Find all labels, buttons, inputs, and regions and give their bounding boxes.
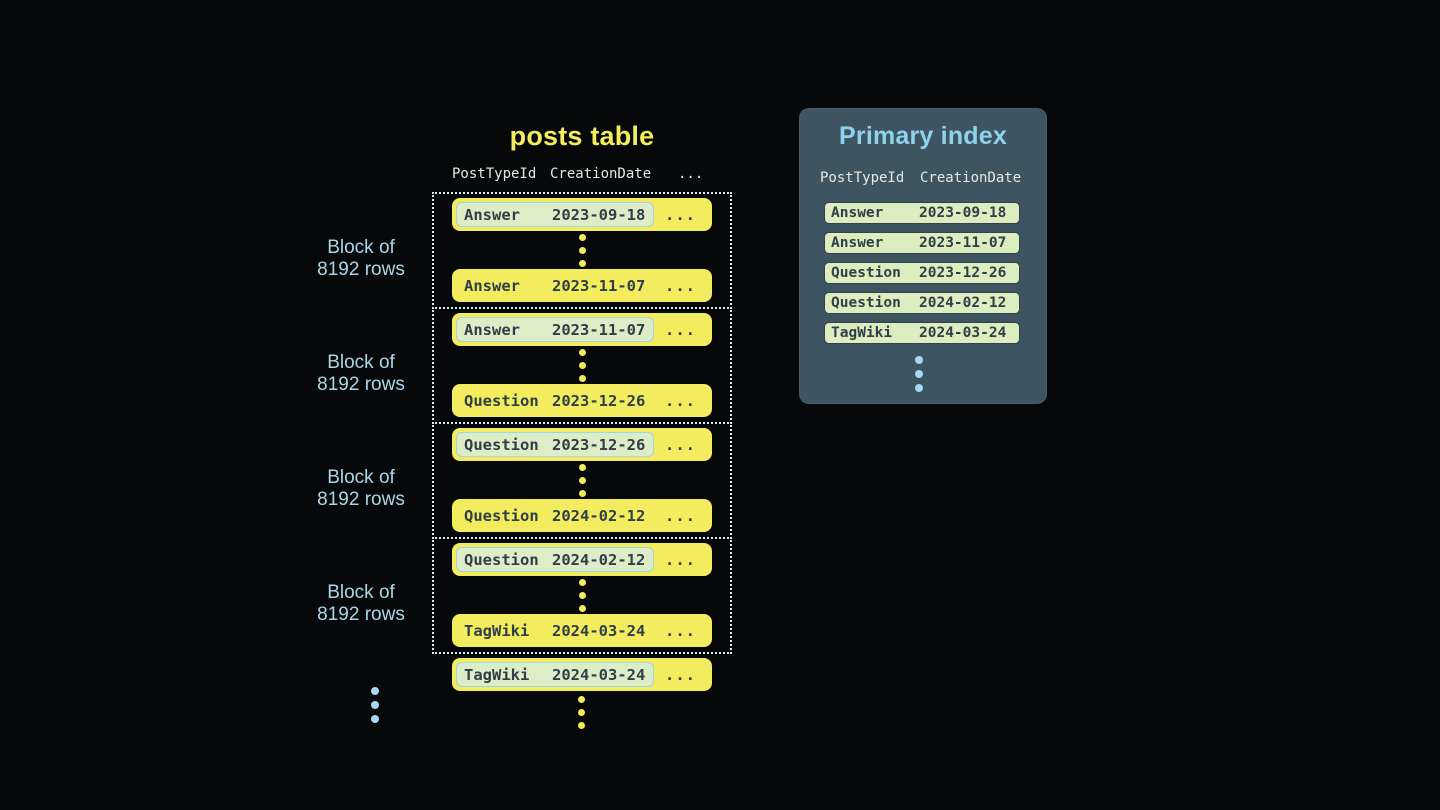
cell-creationdate: 2023-12-26	[552, 392, 646, 410]
cell-creationdate: 2024-03-24	[552, 666, 646, 684]
cell-posttypeid: Question	[464, 392, 552, 410]
index-key-highlight: Answer 2023-09-18	[456, 202, 654, 227]
row-key: Answer 2023-11-07	[456, 273, 654, 298]
primary-index-panel: Primary index PostTypeId CreationDate An…	[799, 108, 1047, 404]
index-key-highlight: Answer 2023-11-07	[456, 317, 654, 342]
block-label-4: Block of 8192 rows	[296, 545, 426, 662]
block-label-line1: Block of	[327, 467, 395, 489]
row-key: Question 2023-12-26	[456, 388, 654, 413]
table-row: Answer 2023-09-18 ...	[452, 198, 712, 231]
column-header-creationdate: CreationDate	[550, 166, 651, 182]
cell-posttypeid: TagWiki	[464, 622, 552, 640]
cell-more: ...	[665, 392, 702, 410]
block-label-line1: Block of	[327, 352, 395, 374]
primary-index-entries: Answer 2023-09-18 Answer 2023-11-07 Ques…	[824, 202, 1020, 344]
cell-posttypeid: Question	[831, 295, 919, 311]
cell-posttypeid: Answer	[464, 206, 552, 224]
block-label-line2: 8192 rows	[317, 374, 405, 396]
row-key: TagWiki 2024-03-24	[456, 618, 654, 643]
ellipsis-vertical-icon	[579, 349, 586, 382]
index-key-highlight: TagWiki 2024-03-24	[456, 662, 654, 687]
posts-table-column-headers: PostTypeId CreationDate ...	[432, 166, 732, 186]
cell-posttypeid: Answer	[464, 277, 552, 295]
cell-more: ...	[665, 551, 702, 569]
cell-more: ...	[665, 206, 702, 224]
cell-posttypeid: TagWiki	[464, 666, 552, 684]
column-header-posttypeid: PostTypeId	[820, 170, 904, 186]
ellipsis-vertical-icon	[579, 579, 586, 612]
cell-posttypeid: Question	[464, 507, 552, 525]
posts-table-title: posts table	[432, 121, 732, 152]
cell-posttypeid: Question	[831, 265, 919, 281]
index-key-highlight: Question 2024-02-12	[456, 547, 654, 572]
row-block-2: Answer 2023-11-07 ... Question 2023-12-2…	[432, 307, 732, 424]
index-entry: Answer 2023-09-18	[824, 202, 1020, 224]
ellipsis-vertical-icon	[578, 696, 585, 729]
block-label-1: Block of 8192 rows	[296, 200, 426, 317]
cell-posttypeid: TagWiki	[831, 325, 919, 341]
block-label-line1: Block of	[327, 582, 395, 604]
table-row: Question 2024-02-12 ...	[452, 499, 712, 532]
block-label-line1: Block of	[327, 237, 395, 259]
table-row: TagWiki 2024-03-24 ...	[452, 614, 712, 647]
cell-posttypeid: Question	[464, 551, 552, 569]
cell-creationdate: 2023-12-26	[552, 436, 646, 454]
cell-creationdate: 2023-11-07	[552, 321, 646, 339]
cell-creationdate: 2023-09-18	[919, 205, 1013, 221]
table-row: Answer 2023-11-07 ...	[452, 313, 712, 346]
cell-more: ...	[665, 622, 702, 640]
ellipsis-vertical-icon	[579, 234, 586, 267]
block-label-line2: 8192 rows	[317, 604, 405, 626]
block-label-line2: 8192 rows	[317, 489, 405, 511]
cell-creationdate: 2023-12-26	[919, 265, 1013, 281]
more-blocks-ellipsis-icon	[371, 687, 379, 723]
cell-creationdate: 2024-02-12	[552, 551, 646, 569]
row-block-4: Question 2024-02-12 ... TagWiki 2024-03-…	[432, 537, 732, 654]
index-key-highlight: Question 2023-12-26	[456, 432, 654, 457]
cell-posttypeid: Answer	[831, 205, 919, 221]
table-row: Question 2023-12-26 ...	[452, 384, 712, 417]
index-entry: Question 2023-12-26	[824, 262, 1020, 284]
row-key: Question 2024-02-12	[456, 503, 654, 528]
table-row: Answer 2023-11-07 ...	[452, 269, 712, 302]
cell-more: ...	[665, 321, 702, 339]
index-entry: Answer 2023-11-07	[824, 232, 1020, 254]
index-entry: Question 2024-02-12	[824, 292, 1020, 314]
cell-creationdate: 2023-11-07	[919, 235, 1013, 251]
cell-posttypeid: Answer	[464, 321, 552, 339]
block-label-line2: 8192 rows	[317, 259, 405, 281]
primary-index-title: Primary index	[799, 122, 1047, 151]
column-header-posttypeid: PostTypeId	[452, 166, 536, 182]
cell-more: ...	[665, 436, 702, 454]
cell-more: ...	[665, 507, 702, 525]
column-header-creationdate: CreationDate	[920, 170, 1021, 186]
cell-creationdate: 2024-02-12	[552, 507, 646, 525]
cell-more: ...	[665, 666, 702, 684]
cell-creationdate: 2023-09-18	[552, 206, 646, 224]
row-block-1: Answer 2023-09-18 ... Answer 2023-11-07 …	[432, 192, 732, 309]
ellipsis-vertical-icon	[579, 464, 586, 497]
block-label-3: Block of 8192 rows	[296, 430, 426, 547]
cell-creationdate: 2024-03-24	[552, 622, 646, 640]
column-header-more: ...	[678, 166, 703, 182]
posts-table-blocks: Answer 2023-09-18 ... Answer 2023-11-07 …	[432, 192, 732, 654]
cell-posttypeid: Answer	[831, 235, 919, 251]
cell-more: ...	[665, 277, 702, 295]
cell-creationdate: 2024-02-12	[919, 295, 1013, 311]
table-row-next-block: TagWiki 2024-03-24 ...	[452, 658, 712, 691]
row-block-3: Question 2023-12-26 ... Question 2024-02…	[432, 422, 732, 539]
cell-creationdate: 2024-03-24	[919, 325, 1013, 341]
cell-posttypeid: Question	[464, 436, 552, 454]
more-entries-ellipsis-icon	[915, 356, 923, 392]
block-label-2: Block of 8192 rows	[296, 315, 426, 432]
cell-creationdate: 2023-11-07	[552, 277, 646, 295]
table-row: Question 2024-02-12 ...	[452, 543, 712, 576]
index-entry: TagWiki 2024-03-24	[824, 322, 1020, 344]
table-row: Question 2023-12-26 ...	[452, 428, 712, 461]
